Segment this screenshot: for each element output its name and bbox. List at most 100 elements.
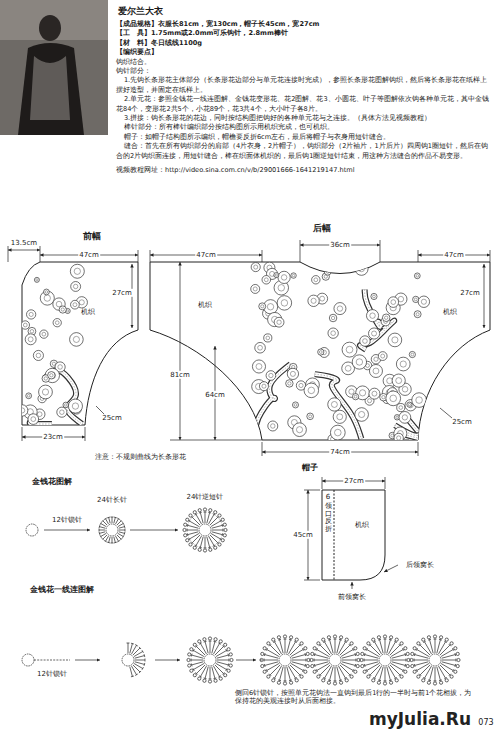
crochet-motifs — [337, 414, 343, 420]
stitch-chart — [130, 530, 178, 531]
crochet-motifs — [26, 393, 32, 399]
stitch-chart — [367, 642, 370, 645]
stitch-chart — [439, 636, 442, 639]
stitch-chart — [201, 666, 207, 676]
stitch-chart — [427, 636, 430, 639]
crochet-motifs — [259, 382, 268, 391]
dimension-label: 45cm — [292, 531, 314, 539]
stitch-chart — [203, 638, 206, 641]
stitch-chart — [144, 663, 146, 666]
crochet-motifs — [311, 298, 316, 303]
crochet-motifs — [381, 354, 385, 358]
crochet-motifs — [269, 373, 273, 377]
stitch-chart — [456, 659, 457, 662]
stitch-chart — [339, 636, 342, 639]
stitch-chart — [306, 652, 309, 655]
stitch-chart — [370, 645, 380, 655]
stitch-chart — [186, 518, 189, 521]
crochet-motifs — [308, 387, 315, 394]
crochet-motifs — [324, 268, 331, 275]
crochet-motifs — [397, 436, 401, 440]
crochet-motifs — [402, 415, 407, 420]
stitch-chart — [188, 532, 199, 535]
stitch-chart — [260, 658, 263, 661]
stitch-chart — [197, 647, 205, 655]
crochet-motifs — [73, 284, 77, 288]
crochet-motifs — [252, 360, 265, 373]
stitch-chart — [342, 655, 356, 659]
crochet-motifs — [274, 317, 284, 327]
stitch-chart — [420, 645, 430, 655]
stitch-chart — [372, 679, 375, 682]
crochet-motifs — [359, 390, 365, 396]
section-heading: 帽子 — [302, 463, 318, 473]
crochet-motifs — [281, 275, 287, 281]
stitch-chart — [114, 517, 117, 519]
stitch-chart — [392, 655, 406, 659]
stitch-chart — [361, 652, 364, 655]
crochet-motifs — [287, 368, 298, 379]
stitch-chart — [417, 642, 420, 645]
stitch-chart — [155, 660, 180, 661]
stitch-chart — [229, 653, 232, 656]
stitch-chart — [390, 665, 400, 675]
stitch-chart — [261, 652, 264, 655]
stitch-chart — [383, 682, 386, 685]
crochet-motifs — [73, 303, 77, 307]
stitch-chart — [197, 665, 205, 673]
crochet-motifs — [255, 364, 291, 437]
crochet-motifs — [16, 264, 87, 424]
crochet-motifs — [368, 399, 372, 403]
stitch-chart — [217, 655, 229, 658]
stitch-chart — [99, 527, 105, 529]
stitch-chart — [198, 548, 201, 551]
stitch-chart — [106, 536, 109, 541]
stitch-chart — [300, 642, 303, 645]
stitch-chart — [139, 671, 141, 673]
crochet-motifs — [256, 364, 262, 370]
stitch-chart — [283, 635, 286, 638]
stitch-chart — [277, 681, 280, 684]
crochet-motifs — [394, 433, 403, 442]
stitch-chart — [284, 681, 287, 682]
stitch-chart — [442, 655, 456, 659]
crochet-motifs — [349, 389, 354, 394]
diagram-label: 机织 — [198, 301, 212, 309]
section-heading: 金钱花图解 — [32, 477, 72, 487]
stitch-chart — [264, 659, 265, 662]
crochet-motifs — [28, 337, 33, 342]
crochet-motifs — [292, 274, 294, 276]
stitch-chart — [260, 635, 310, 685]
stitch-chart — [339, 681, 342, 684]
crochet-motifs — [369, 388, 380, 399]
stitch-chart — [365, 662, 379, 666]
stitch-chart — [292, 660, 306, 661]
stitch-chart — [221, 539, 224, 542]
stitch-chart — [193, 546, 196, 549]
stitch-chart — [192, 655, 204, 658]
crochet-motifs — [318, 349, 324, 355]
stitch-chart — [109, 537, 111, 543]
crochet-motifs — [414, 311, 421, 318]
stitch-chart — [104, 518, 107, 520]
stitch-chart — [375, 666, 382, 678]
stitch-chart — [116, 519, 119, 524]
stitch-chart — [354, 670, 357, 673]
crochet-motifs — [33, 350, 43, 360]
crochet-motifs — [267, 304, 273, 310]
model-photo — [18, 43, 84, 135]
stitch-chart — [427, 681, 430, 684]
stitch-chart — [187, 658, 190, 661]
stitch-chart — [201, 644, 207, 654]
stitch-chart — [184, 523, 187, 526]
crochet-motifs — [414, 298, 417, 301]
crochet-motifs — [337, 306, 342, 311]
stitch-chart — [212, 642, 215, 654]
crochet-motifs — [331, 331, 336, 336]
crochet-motifs — [397, 403, 405, 411]
model-photo — [39, 15, 61, 41]
stitch-chart — [356, 664, 359, 667]
stitch-chart — [106, 519, 109, 524]
crochet-motifs — [352, 355, 366, 369]
crochet-motifs — [271, 424, 276, 429]
